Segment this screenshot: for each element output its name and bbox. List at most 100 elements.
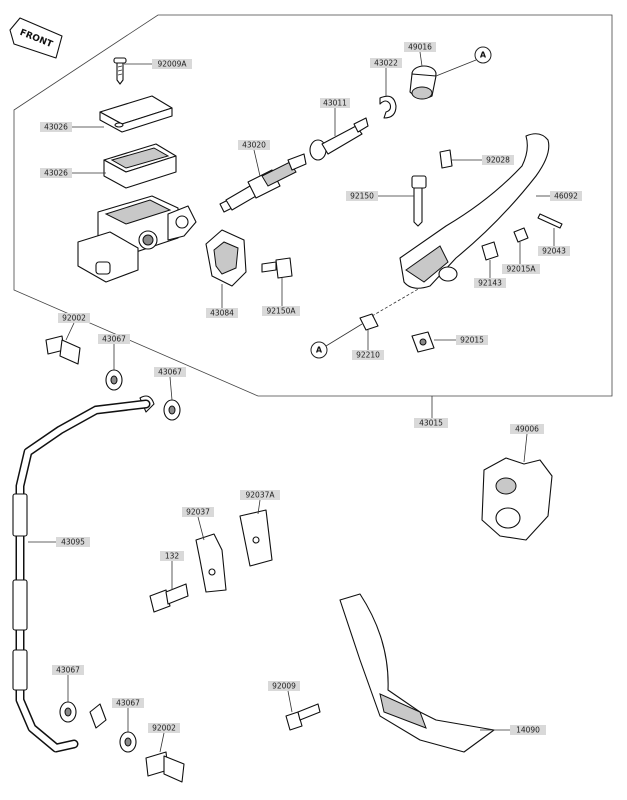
label-92002-top-text: 92002 [62, 314, 86, 323]
pin-92043-part [537, 213, 563, 229]
nut-92015A-part [513, 227, 529, 243]
push-rod-part [309, 117, 369, 161]
hose-clamp-92037-part [195, 533, 227, 593]
callout-a-bottom-text: A [316, 346, 323, 355]
label-92015-text: 92015 [460, 336, 484, 345]
screw-92009-part [285, 703, 321, 731]
reservoir-cap-part [99, 95, 173, 133]
hose-clamp-92037A-part [239, 509, 273, 567]
label-92028: 92028 [452, 155, 514, 165]
label-43095: 43095 [28, 537, 90, 547]
label-43067-b: 43067 [154, 367, 186, 401]
label-43067-a-text: 43067 [102, 335, 126, 344]
label-43020: 43020 [238, 140, 270, 177]
screw-92009A-part [113, 57, 127, 85]
adjuster-92028-part [439, 149, 453, 169]
label-43067-d: 43067 [112, 698, 144, 732]
label-92143-text: 92143 [478, 279, 502, 288]
brake-lever-part [399, 133, 550, 289]
circlip-part [379, 95, 397, 119]
collar-92143-part [481, 241, 499, 261]
washer-43067-d-part [119, 731, 137, 753]
brake-hose-part [12, 395, 155, 753]
label-92037A-text: 92037A [246, 491, 276, 500]
nut-92210-part [359, 313, 379, 331]
label-92210-text: 92210 [356, 351, 380, 360]
bolt-132-part [149, 583, 189, 613]
label-14090-text: 14090 [516, 726, 540, 735]
label-132-text: 132 [165, 552, 180, 561]
label-43026-cap: 43026 [40, 122, 104, 132]
label-92002-top: 92002 [58, 313, 90, 341]
label-92037A: 92037A [240, 490, 280, 515]
callout-a-top: A [474, 46, 492, 64]
label-43015: 43015 [414, 396, 448, 428]
bolt-92150A-part [261, 257, 293, 279]
label-92015: 92015 [434, 335, 488, 345]
label-43026-diaphragm-text: 43026 [44, 169, 68, 178]
clamp-part [205, 229, 247, 287]
label-92009-text: 92009 [272, 682, 296, 691]
master-cylinder-body-part [77, 195, 197, 283]
label-43067-c: 43067 [52, 665, 84, 702]
dust-boot-part [409, 65, 437, 100]
label-92015A: 92015A [502, 242, 540, 274]
label-92210: 92210 [352, 330, 384, 360]
label-92002-bottom-text: 92002 [152, 724, 176, 733]
assembly-outline [13, 14, 613, 397]
label-46092: 46092 [536, 191, 582, 201]
label-43022-text: 43022 [374, 59, 398, 68]
label-43026-diaphragm: 43026 [40, 168, 106, 178]
piston-assembly-part [219, 153, 307, 213]
label-92143: 92143 [474, 260, 506, 288]
label-92009A: 92009A [124, 59, 192, 69]
washer-43067-b-part [163, 399, 181, 421]
label-43067-b-text: 43067 [158, 368, 182, 377]
label-49016: 49016 [404, 42, 436, 67]
washer-43067-a-part [105, 369, 123, 391]
label-43015-text: 43015 [419, 419, 443, 428]
label-46092-text: 46092 [554, 192, 578, 201]
label-43067-a: 43067 [98, 334, 130, 370]
diaphragm-part [103, 143, 177, 189]
label-43084-text: 43084 [210, 309, 234, 318]
label-92150A: 92150A [262, 278, 300, 316]
label-92043-text: 92043 [542, 247, 566, 256]
label-43067-c-text: 43067 [56, 666, 80, 675]
label-43095-text: 43095 [61, 538, 85, 547]
label-49006: 49006 [510, 424, 544, 463]
label-49006-text: 49006 [515, 425, 539, 434]
label-92043: 92043 [538, 228, 570, 256]
label-92150: 92150 [346, 191, 414, 201]
cover-14090-part [339, 593, 495, 753]
label-43022: 43022 [370, 58, 402, 96]
label-92009A-text: 92009A [158, 60, 188, 69]
label-43011: 43011 [320, 98, 350, 136]
label-43011-text: 43011 [323, 99, 347, 108]
callout-a-bottom: A [310, 341, 328, 359]
label-92037-text: 92037 [186, 508, 210, 517]
label-14090: 14090 [480, 725, 546, 735]
label-43084: 43084 [206, 284, 238, 318]
label-92015A-text: 92015A [507, 265, 537, 274]
banjo-bolt-top-part [45, 335, 81, 365]
label-49016-text: 49016 [408, 43, 432, 52]
front-direction-badge: FRONT [9, 17, 63, 59]
label-132: 132 [160, 551, 184, 590]
label-92037: 92037 [182, 507, 214, 541]
label-92002-bottom: 92002 [148, 723, 180, 753]
label-43026-cap-text: 43026 [44, 123, 68, 132]
lever-guard-49006-part [481, 457, 553, 541]
label-92150-text: 92150 [350, 192, 374, 201]
callout-a-top-text: A [480, 51, 487, 60]
pivot-bolt-part [411, 175, 427, 227]
label-92150A-text: 92150A [267, 307, 297, 316]
label-92009: 92009 [268, 681, 300, 713]
banjo-bolt-bottom-part [145, 751, 185, 783]
washer-43067-c-part [59, 701, 77, 723]
label-43067-d-text: 43067 [116, 699, 140, 708]
label-43020-text: 43020 [242, 141, 266, 150]
nut-92015-part [411, 331, 435, 353]
label-92028-text: 92028 [486, 156, 510, 165]
